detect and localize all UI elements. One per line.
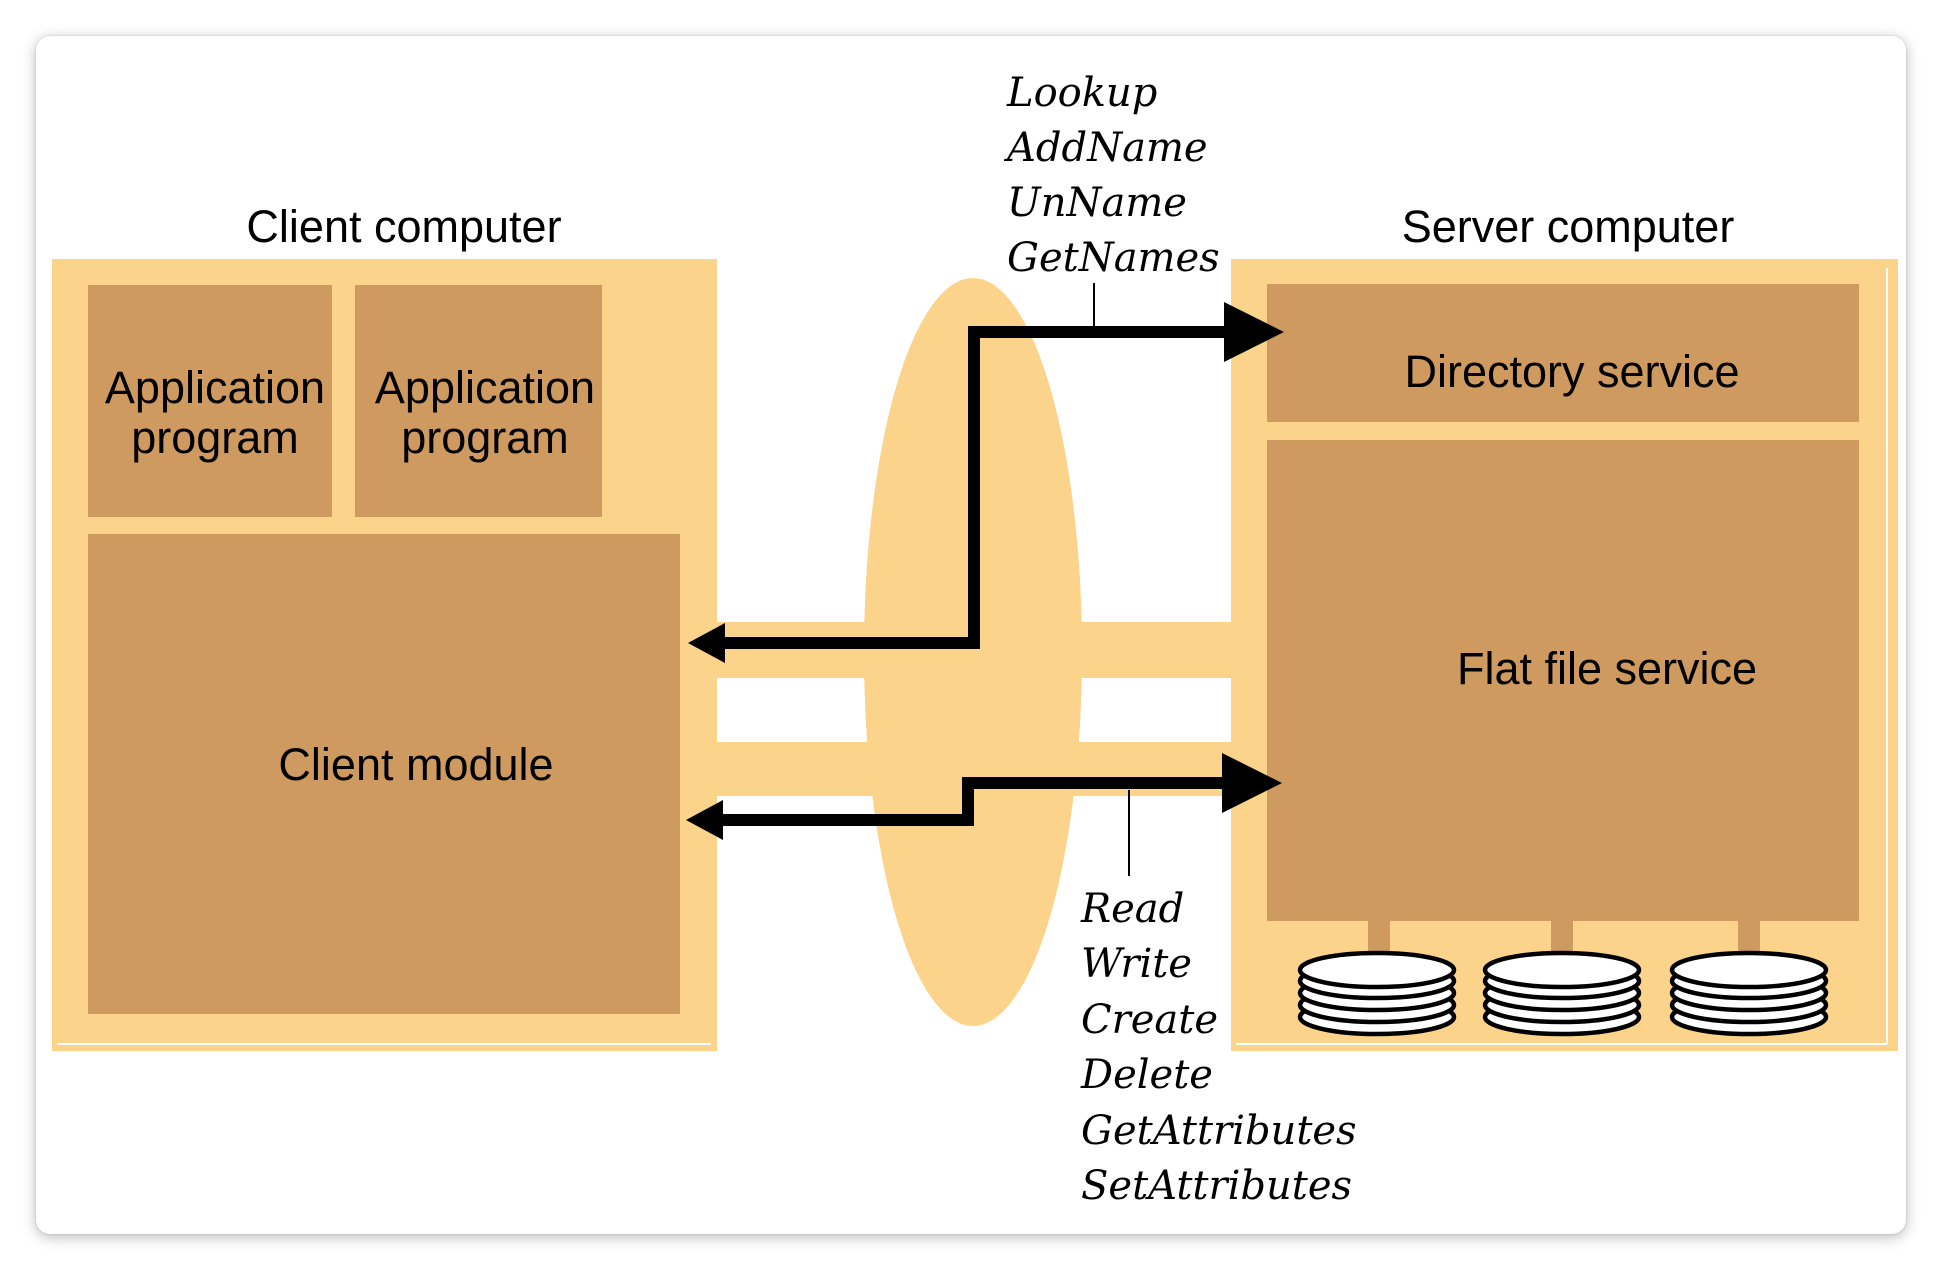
network-ellipse — [864, 278, 1082, 1026]
op-write: Write — [1081, 941, 1192, 987]
disk-stack-1-icon — [1297, 918, 1457, 1037]
file-operations-list: Read Write Create Delete GetAttributes S… — [1080, 886, 1357, 1209]
directory-reply-arrowhead — [688, 623, 725, 663]
directory-service-label: Directory service — [1404, 346, 1739, 397]
flat-file-service-box — [1267, 440, 1859, 921]
op-lookup: Lookup — [1006, 70, 1157, 116]
application-program-1-line2: program — [131, 412, 299, 463]
application-program-2-box — [355, 285, 602, 517]
application-program-1-box — [88, 285, 332, 517]
client-module-label: Client module — [278, 739, 553, 790]
application-program-2-line1: Application — [375, 362, 595, 413]
op-delete: Delete — [1080, 1052, 1213, 1098]
application-program-1-line1: Application — [105, 362, 325, 413]
op-unname: UnName — [1007, 180, 1187, 226]
application-program-2-line2: program — [401, 412, 569, 463]
directory-service-box — [1267, 284, 1859, 422]
flat-file-service-label: Flat file service — [1457, 643, 1757, 694]
op-create: Create — [1081, 997, 1218, 1043]
client-computer-title: Client computer — [246, 201, 561, 252]
op-getattributes: GetAttributes — [1081, 1108, 1357, 1154]
disk-stack-2-icon — [1482, 918, 1642, 1037]
op-setattributes: SetAttributes — [1081, 1163, 1352, 1209]
disk-stack-3-icon — [1669, 918, 1829, 1037]
file-reply-arrowhead — [686, 800, 723, 840]
op-read: Read — [1080, 886, 1184, 932]
op-getnames: GetNames — [1007, 235, 1220, 281]
client-module-box — [88, 534, 680, 1014]
server-computer-title: Server computer — [1402, 201, 1735, 252]
directory-request-arrow — [705, 302, 1284, 649]
directory-operations-list: Lookup AddName UnName GetNames — [1003, 70, 1220, 281]
file-request-arrow — [705, 753, 1282, 826]
op-addname: AddName — [1003, 125, 1208, 171]
